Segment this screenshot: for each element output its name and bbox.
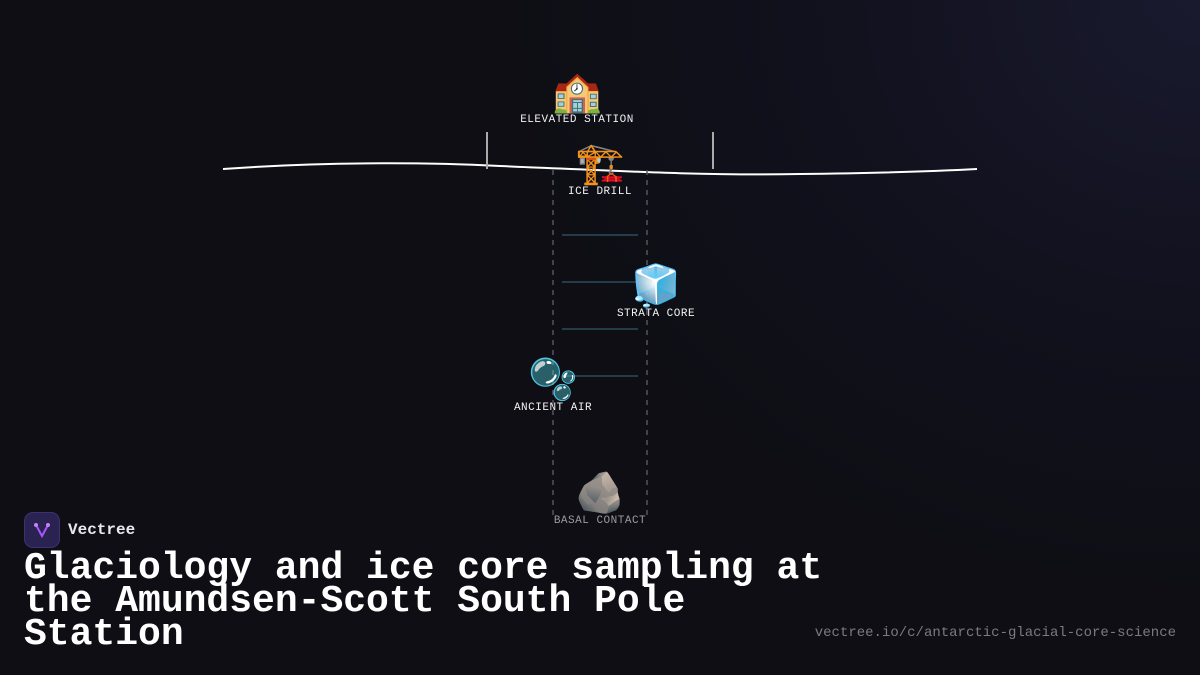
node-elevated-station[interactable]: 🏫 ELEVATED STATION: [520, 70, 634, 126]
node-label: ELEVATED STATION: [520, 114, 634, 126]
vectree-logo-icon: [24, 512, 60, 548]
brand-name: Vectree: [68, 521, 136, 539]
node-ice-drill[interactable]: 🏗️ ICE DRILL: [568, 142, 632, 198]
construction-crane-icon: 🏗️: [575, 141, 625, 187]
bubbles-icon: 🫧: [528, 357, 578, 403]
node-ancient-air[interactable]: 🫧 ANCIENT AIR: [514, 358, 592, 414]
node-strata-core[interactable]: 🧊 STRATA CORE: [617, 264, 695, 320]
school-building-icon: 🏫: [552, 69, 602, 115]
brand: Vectree: [24, 512, 135, 548]
node-label: BASAL CONTACT: [553, 515, 647, 527]
node-label: ANCIENT AIR: [513, 402, 593, 414]
ice-surface-line: [222, 162, 978, 176]
node-label: ICE DRILL: [568, 186, 632, 198]
page-title: Glaciology and ice core sampling at the …: [24, 547, 823, 656]
source-url[interactable]: vectree.io/c/antarctic-glacial-core-scie…: [814, 625, 1176, 641]
node-basal-contact[interactable]: 🪨 BASAL CONTACT: [554, 471, 646, 527]
rock-icon: 🪨: [575, 470, 625, 516]
ice-cube-icon: 🧊: [631, 263, 681, 309]
node-label: STRATA CORE: [616, 308, 696, 320]
